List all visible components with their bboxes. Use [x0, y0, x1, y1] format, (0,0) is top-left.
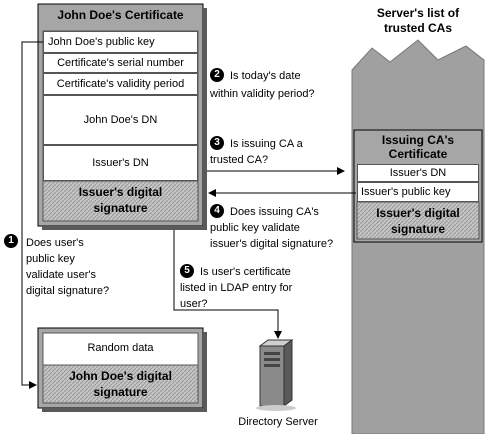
random-signature-block — [42, 364, 199, 404]
cert-field-validity-period: Certificate's validity period — [43, 73, 198, 95]
directory-server-label: Directory Server — [238, 416, 318, 428]
random-frame-shadow — [203, 332, 207, 412]
server-list-title-line-1: Server's list of — [376, 6, 460, 20]
cert-title: John Doe's Certificate — [57, 8, 184, 22]
step-5-line-1: Is user's certificate — [200, 266, 291, 278]
step-1-badge: 1 — [4, 234, 18, 248]
random-signature-line-1: John Doe's digital — [69, 369, 172, 383]
step-5-line-3: user? — [180, 298, 208, 310]
step-3-line-1: Is issuing CA a — [230, 138, 303, 150]
step-3-line-2: trusted CA? — [210, 154, 269, 166]
ca-signature-line-1: Issuer's digital — [376, 206, 460, 220]
cert-signature-line-2: signature — [93, 201, 148, 215]
step-3-badge: 3 — [210, 136, 224, 150]
ca-title-line-2: Certificate — [388, 147, 448, 161]
server-list-title-line-2: trusted CAs — [383, 21, 452, 35]
ca-field-issuer-dn: Issuer's DN — [357, 164, 479, 182]
ca-field-public-key: Issuer's public key — [357, 182, 479, 202]
step-5-line-2: listed in LDAP entry for — [180, 282, 293, 294]
arrow-step-1 — [21, 41, 43, 389]
step-2-line-1: Is today's date — [230, 70, 301, 82]
cert-frame-shadow-bottom — [42, 226, 207, 230]
step-5-badge: 5 — [180, 264, 194, 278]
random-frame-shadow-bottom — [42, 408, 207, 412]
ca-signature-line-2: signature — [390, 222, 445, 236]
random-signature-line-2: signature — [93, 385, 148, 399]
random-data-cell-bg — [42, 332, 199, 366]
step-2-badge: 2 — [210, 68, 224, 82]
step-2-line-2: within validity period? — [210, 88, 315, 100]
cert-field-issuer-dn: Issuer's DN — [43, 145, 198, 181]
cert-frame-shadow — [203, 8, 207, 230]
step-4-line-3: issuer's digital signature? — [210, 238, 334, 250]
arrow-step-5 — [173, 230, 282, 339]
step-1-line-2: public key — [26, 253, 75, 265]
step-1-line-4: digital signature? — [26, 285, 110, 297]
cert-signature-block — [42, 180, 199, 222]
random-data-label: Random data — [87, 342, 154, 354]
ca-signature-block — [356, 201, 480, 240]
cert-signature-line-1: Issuer's digital — [78, 185, 163, 199]
step-4-badge: 4 — [210, 204, 224, 218]
step-1-line-3: validate user's — [26, 269, 96, 281]
server-tower-icon — [256, 339, 296, 411]
step-4-line-2: public key validate — [210, 222, 300, 234]
cert-field-serial-number: Certificate's serial number — [43, 53, 198, 73]
step-1-line-1: Does user's — [26, 237, 84, 249]
cert-field-public-key: John Doe's public key — [43, 31, 198, 53]
cert-field-subject-dn: John Doe's DN — [43, 95, 198, 145]
ca-title-line-1: Issuing CA's — [381, 133, 455, 147]
step-4-line-1: Does issuing CA's — [230, 206, 319, 218]
